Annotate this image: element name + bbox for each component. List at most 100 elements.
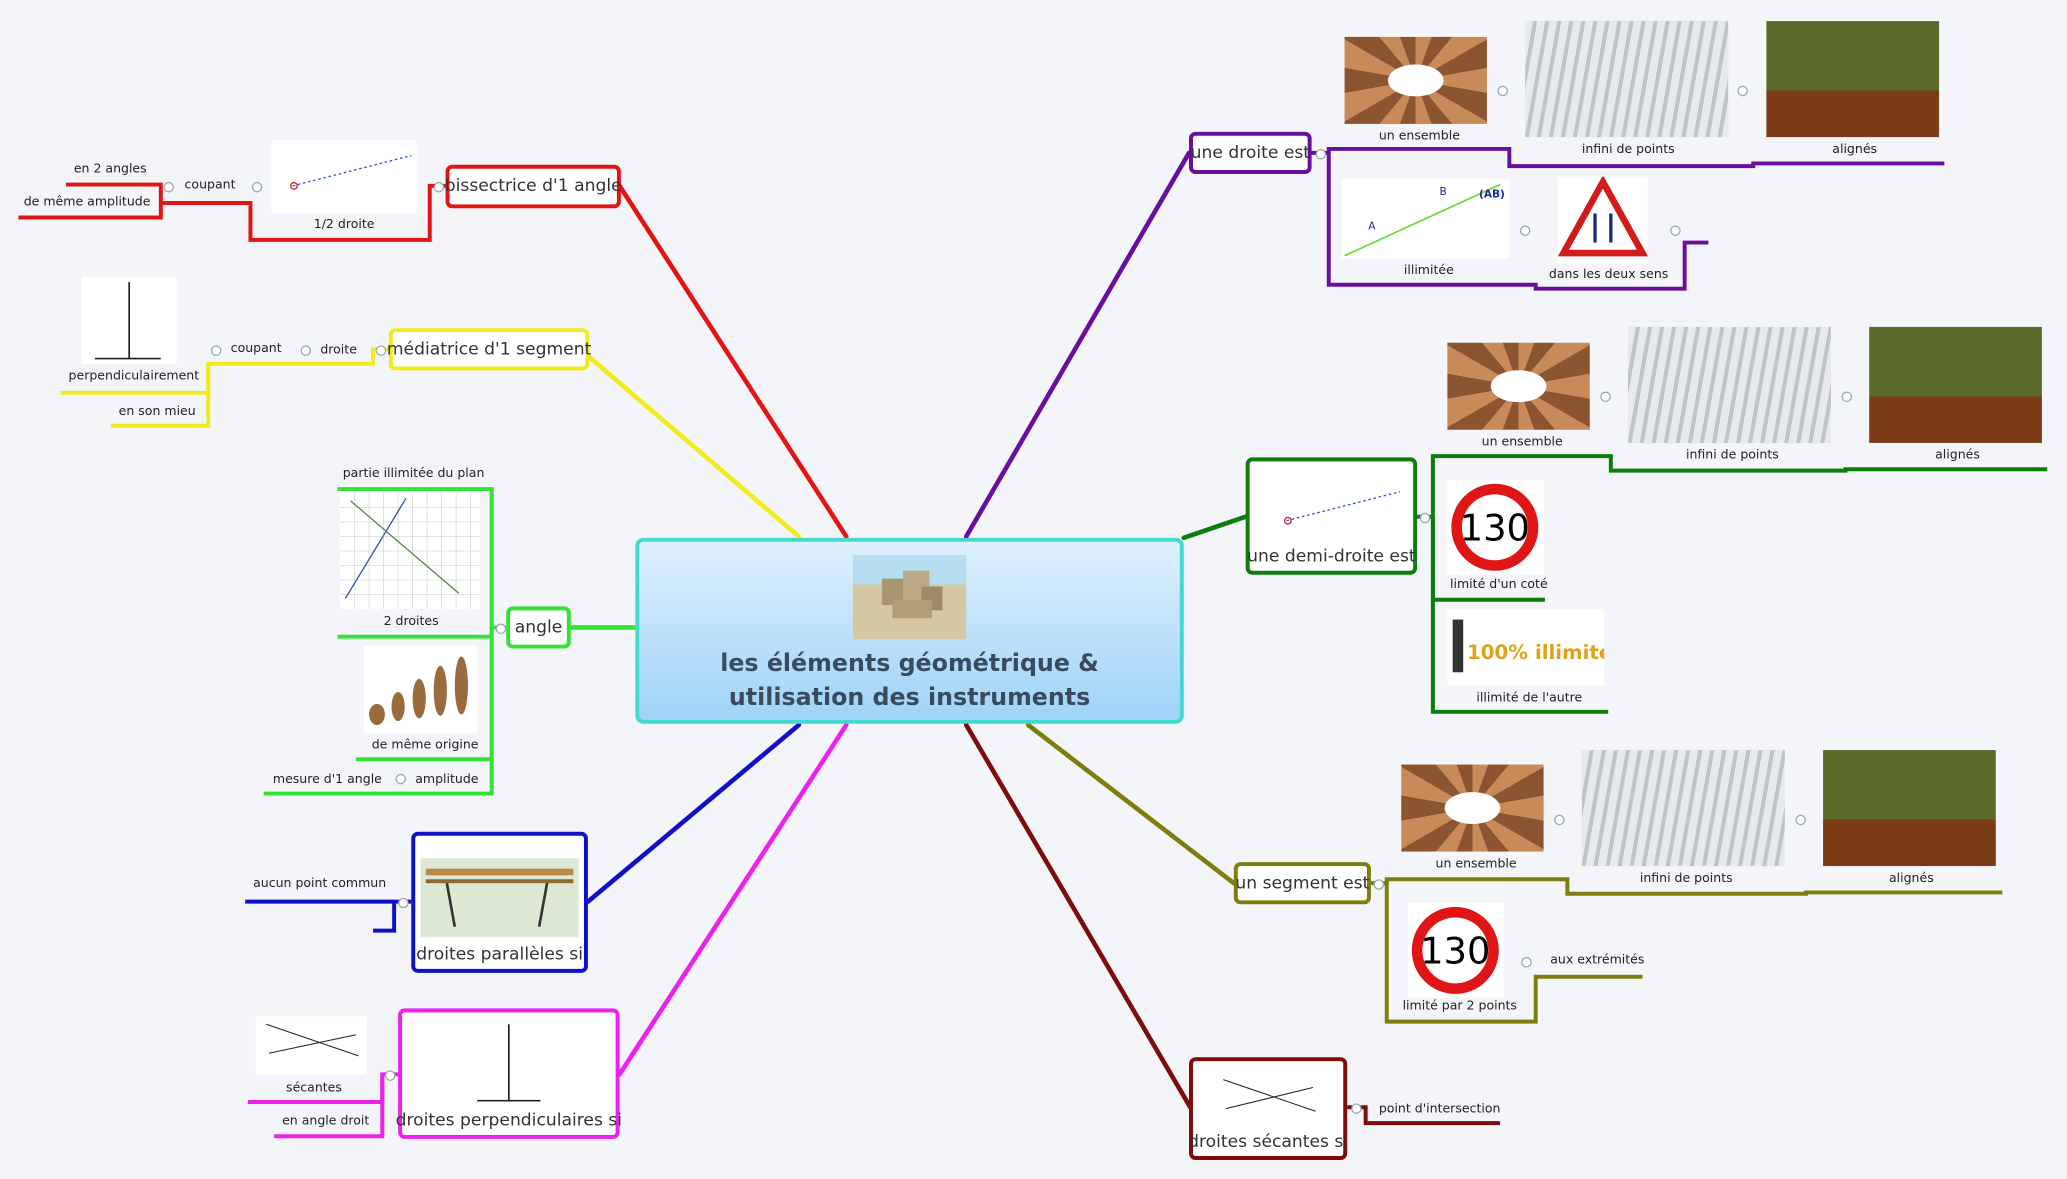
label-aucun-point: aucun point commun [253,876,387,892]
half-line-icon [1283,491,1401,525]
collapse-toggle[interactable] [1351,1103,1362,1114]
speed-limit-icon: 130 [1451,483,1539,571]
collapse-toggle[interactable] [433,181,445,193]
secant-lines-image [1215,1072,1320,1125]
label-illimite-autre: illimité de l'autre [1476,690,1583,706]
hands-circle-image [1344,36,1487,124]
node-perpendiculaires[interactable]: droites perpendiculaires si [396,1008,622,1139]
label-ensemble: un ensemble [1481,435,1563,450]
label-meme-origine: de même origine [371,738,479,753]
collapse-toggle[interactable] [1670,225,1681,236]
spoke-perpendiculaires [617,722,849,1077]
label-angle-droit: en angle droit [282,1113,370,1129]
perpendicular-image [469,1022,548,1104]
spoke-demi-droite [1181,514,1249,541]
collapse-toggle[interactable] [210,345,222,356]
collapse-toggle[interactable] [1841,391,1853,403]
speed-limit-value: 130 [1420,930,1490,973]
node-bisectrice[interactable]: bissectrice d'1 angle [444,164,622,209]
collapse-toggle[interactable] [163,181,175,193]
label-alignes: alignés [1935,448,1980,463]
collapse-toggle[interactable] [1600,391,1611,403]
label-perpendiculairement: perpendiculairement [68,369,200,384]
footprints-field-image [1627,326,1831,443]
label-illimitee: illimitée [1403,263,1454,279]
node-segment[interactable]: un segment est [1233,862,1371,905]
collapse-toggle[interactable] [251,181,263,193]
perpendicular-image [81,276,177,364]
line-ab-icon: A B (AB) [1344,183,1505,257]
line-ab-image: A B (AB) [1341,179,1510,259]
label-half-line: 1/2 droite [313,217,375,233]
node-label: angle [514,617,563,638]
collapse-toggle[interactable] [1521,957,1532,968]
label-alignes: alignés [1832,142,1878,157]
collapse-toggle[interactable] [1315,148,1327,160]
parallel-bars-image [420,858,579,938]
parallel-bars-icon [425,868,574,927]
label-meme-amplitude: de même amplitude [23,195,151,210]
node-droite[interactable]: une droite est [1189,131,1312,175]
node-angle[interactable]: angle [506,606,571,649]
collapse-toggle[interactable] [398,897,409,909]
node-label: bissectrice d'1 angle [444,176,622,197]
secant-lines-icon [1223,1079,1316,1112]
node-paralleles[interactable]: droites parallèles si [411,831,588,973]
node-demi-droite[interactable]: une demi-droite est [1245,457,1418,575]
spoke-bisectrice [617,183,849,539]
evolution-icon [369,656,468,726]
spoke-mediatrice [585,353,802,539]
footprints-field-image [1581,750,1785,867]
node-label: médiatrice d'1 segment [386,339,592,360]
node-label: droites sécantes si [1188,1132,1349,1153]
label-mesure-angle: mesure d'1 angle [272,772,382,787]
collapse-toggle[interactable] [384,1070,396,1081]
label-infini-points: infini de points [1685,448,1779,463]
collapse-toggle[interactable] [1373,879,1385,890]
label-coupant: coupant [230,341,282,356]
label-deux-sens: dans les deux sens [1548,267,1669,283]
grid-angle-image [340,493,480,610]
label-limite-cote: limité d'un coté [1450,577,1548,592]
speed-sign-image: 130 [1407,902,1505,998]
spoke-droite [963,150,1192,539]
label-ensemble: un ensemble [1378,129,1460,144]
spoke-segment [1025,722,1237,886]
collapse-toggle[interactable] [1737,85,1748,97]
collapse-toggle[interactable] [395,773,407,785]
collapse-toggle[interactable] [1419,512,1431,524]
label-ensemble: un ensemble [1435,856,1517,872]
collapse-toggle[interactable] [375,345,387,356]
node-secantes[interactable]: droites sécantes si [1188,1057,1349,1161]
illimite-promo-icon: 100% illimité [1452,619,1612,673]
line-ab-label: (AB) [1479,189,1505,201]
collapse-toggle[interactable] [1554,814,1565,826]
label-en-2-angles: en 2 angles [73,162,147,177]
secant-lines-icon [266,1023,359,1057]
point-b-label: B [1439,186,1446,198]
node-label: une droite est [1190,143,1311,163]
sandcastle-image [852,554,967,640]
label-infini-points: infini de points [1581,142,1675,157]
two-way-sign-image [1557,175,1649,264]
half-line-icon [290,154,412,190]
illimite-promo-image: 100% illimité [1447,609,1612,686]
label-extremites: aux extrémités [1550,953,1645,968]
grid-angle-icon [340,493,480,610]
collapse-toggle[interactable] [495,623,507,635]
perpendicular-icon [94,282,161,360]
collapse-toggle[interactable] [1795,814,1806,826]
collapse-toggle[interactable] [1497,85,1509,97]
central-topic[interactable]: les éléments géométrique & utilisation d… [635,537,1184,724]
label-point-intersection: point d'intersection [1378,1102,1501,1117]
node-mediatrice[interactable]: médiatrice d'1 segment [386,328,592,371]
forest-path-image [1823,750,1996,867]
collapse-toggle[interactable] [300,345,312,356]
forest-path-image [1869,326,2042,443]
collapse-toggle[interactable] [1519,225,1531,236]
half-line-image [1258,479,1406,537]
label-partie-plan: partie illimitée du plan [342,466,485,482]
promo-text: 100% illimité [1467,641,1604,664]
sandcastle-icon [881,570,943,619]
